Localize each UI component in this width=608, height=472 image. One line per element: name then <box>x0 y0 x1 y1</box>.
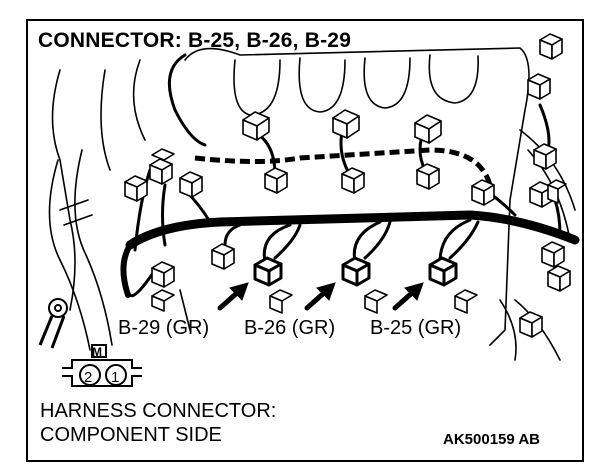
engine-block-outline <box>184 47 530 346</box>
connector-left-2 <box>149 158 173 185</box>
connector-bottom-3 <box>454 289 478 314</box>
upper-harness <box>194 147 493 186</box>
left-manifold <box>51 59 146 311</box>
connector-top-2 <box>332 109 360 139</box>
connector-left-3 <box>179 171 203 198</box>
pin-number-2: 2 <box>84 369 93 386</box>
connector-mid-1 <box>264 167 288 194</box>
wire-b25b <box>448 220 480 260</box>
footer-line-2: COMPONENT SIDE <box>40 424 222 446</box>
connector-far-right-8 <box>519 311 543 338</box>
connector-mid-3 <box>416 163 440 190</box>
connector-far-right-6 <box>541 241 565 268</box>
label-connector-b29: B-29 (GR) <box>118 317 210 339</box>
wire-left-bundle-1 <box>133 168 152 252</box>
ground-terminal <box>48 298 68 318</box>
pin-number-1: 1 <box>111 369 120 386</box>
wire-b25 <box>438 218 472 264</box>
arrow-b25-head <box>404 282 424 301</box>
connector-far-right-1 <box>539 33 563 60</box>
connector-b26-target <box>341 256 371 287</box>
connector-far-right-7 <box>547 265 571 292</box>
connector-b29-target <box>253 256 283 287</box>
connector-far-right-3 <box>533 143 557 170</box>
harness-lower <box>120 242 133 298</box>
connector-bottom-1 <box>269 289 293 314</box>
connector-left-4 <box>151 148 175 161</box>
label-connector-b25: B-25 (GR) <box>370 317 462 339</box>
wire-left-bundle-2 <box>161 183 167 247</box>
head-ribs <box>233 54 479 116</box>
footer-line-1: HARNESS CONNECTOR: <box>40 400 277 422</box>
connector-top-3 <box>414 114 442 144</box>
diagram-title: CONNECTOR: B-25, B-26, B-29 <box>38 29 352 52</box>
connector-lower-left-2 <box>151 261 175 288</box>
main-harness <box>125 210 580 250</box>
label-connector-b26: B-26 (GR) <box>244 317 336 339</box>
figure-code: AK500159 AB <box>443 431 540 448</box>
connector-bottom-2 <box>364 289 388 314</box>
connector-mid-2 <box>341 167 365 194</box>
connector-lower-left-3 <box>151 289 175 312</box>
outer-border <box>26 19 584 462</box>
arrow-b26-head <box>316 282 336 301</box>
connector-far-right-2 <box>527 73 551 100</box>
arrow-b29-head <box>229 282 249 301</box>
connector-left-1 <box>124 175 148 202</box>
wire-to-left-conn <box>223 223 242 247</box>
lower-block <box>179 289 517 361</box>
arrow-b25-shaft <box>392 289 416 311</box>
connector-top-1 <box>242 111 270 141</box>
wire-b29b <box>273 223 302 260</box>
pin-key-mark: M <box>92 345 102 359</box>
connector-far-right-5 <box>547 179 567 204</box>
arrow-b29-shaft <box>217 289 241 311</box>
connector-b25-target <box>428 256 458 287</box>
arrow-b26-shaft <box>304 289 328 311</box>
connector-lower-left <box>211 243 235 270</box>
wire-top-loop <box>167 53 207 147</box>
pin-connector-diagram <box>62 344 142 387</box>
wire-b26b <box>363 220 392 260</box>
wire-b29 <box>262 223 292 264</box>
connector-right-1 <box>471 179 495 206</box>
left-hose <box>48 149 113 351</box>
ground-lead <box>38 315 66 349</box>
